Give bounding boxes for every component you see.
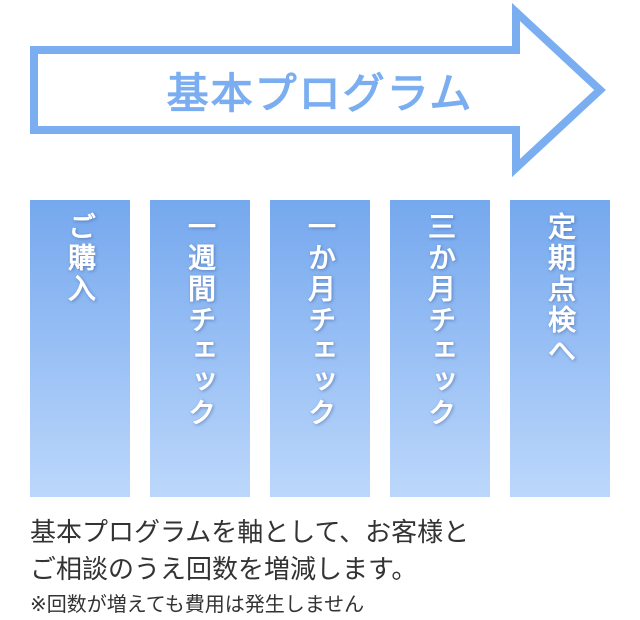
step-one-month-check: 一か月チェック xyxy=(270,200,370,497)
step-label: 定期点検へ xyxy=(544,212,577,367)
step-purchase: ご購入 xyxy=(30,200,130,497)
step-label: 一週間チェック xyxy=(184,212,217,429)
step-label: 一か月チェック xyxy=(304,212,337,429)
arrow-title: 基本プログラム xyxy=(166,69,474,118)
step-one-week-check: 一週間チェック xyxy=(150,200,250,497)
step-label: ご購入 xyxy=(64,212,97,305)
description-line-2: ご相談のうえ回数を増減します。 xyxy=(30,555,418,585)
step-three-month-check: 三か月チェック xyxy=(390,200,490,497)
step-label: 三か月チェック xyxy=(424,212,457,429)
arrow-graphic xyxy=(30,2,606,178)
description-line-1: 基本プログラムを軸として、お客様と xyxy=(30,518,470,548)
step-regular-inspection: 定期点検へ xyxy=(510,200,610,497)
description-note: ※回数が増えても費用は発生しません xyxy=(30,592,365,616)
